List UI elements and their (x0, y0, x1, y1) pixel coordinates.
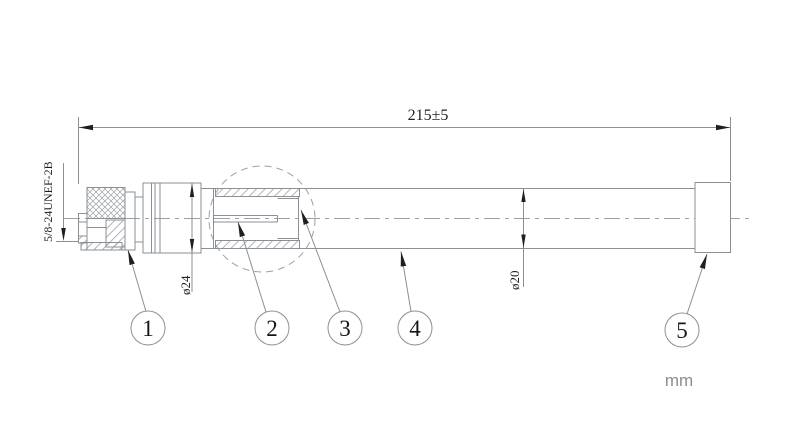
arrowhead-up-icon (189, 183, 195, 197)
callout-number: 2 (266, 316, 278, 341)
callout-2: 2 (237, 221, 290, 346)
callout-number: 1 (142, 316, 154, 341)
body-cylinder (154, 182, 202, 254)
tube-diameter-label: ø20 (507, 271, 522, 291)
arrowhead-down-icon (189, 239, 195, 253)
dimension-thread-spec: 5/8-24UNEF-2B (41, 161, 78, 242)
nut-section-hatch-strip (80, 242, 123, 251)
leader-line (237, 221, 267, 313)
callout-4: 4 (397, 251, 433, 346)
tube-wall-section-bottom (215, 240, 300, 249)
leader-line (300, 209, 341, 313)
connector-assembly (78, 182, 202, 254)
arrowhead-up-icon (521, 189, 526, 202)
knurled-nut (86, 187, 126, 219)
callout-circle (130, 310, 166, 346)
end-cap (694, 182, 731, 253)
arrowhead-right-icon (716, 124, 730, 131)
body-flange (142, 182, 156, 254)
dimension-body-diameter: ø24 (178, 183, 195, 295)
callout-number: 4 (409, 316, 421, 341)
body-diameter-label: ø24 (178, 275, 193, 295)
callout-5: 5 (664, 253, 708, 348)
connector-collar (124, 191, 136, 251)
arrowhead-down-icon (521, 234, 526, 248)
overall-length-label: 215±5 (408, 107, 449, 124)
leader-line (686, 253, 708, 315)
callout-circle (254, 310, 290, 346)
arrowhead-left-icon (79, 124, 93, 131)
detail-circle (208, 165, 316, 273)
callout-3: 3 (300, 209, 363, 346)
callout-number: 3 (339, 316, 351, 341)
dimension-overall-length (78, 117, 731, 184)
thread-spec-label: 5/8-24UNEF-2B (41, 161, 55, 242)
leader-line (400, 251, 412, 312)
connector-step (134, 196, 144, 243)
callout-circle (397, 310, 433, 346)
tube-wall-section-top (215, 188, 300, 197)
callout-number: 5 (676, 318, 688, 343)
callout-circle (327, 310, 363, 346)
arrowhead-down-icon (61, 228, 66, 241)
callout-circle (664, 312, 700, 348)
callout-1: 1 (127, 249, 166, 346)
units-label: mm (665, 371, 693, 390)
dimension-tube-diameter: ø20 (507, 189, 526, 290)
leader-line (127, 249, 147, 312)
antenna-tube (201, 188, 695, 249)
